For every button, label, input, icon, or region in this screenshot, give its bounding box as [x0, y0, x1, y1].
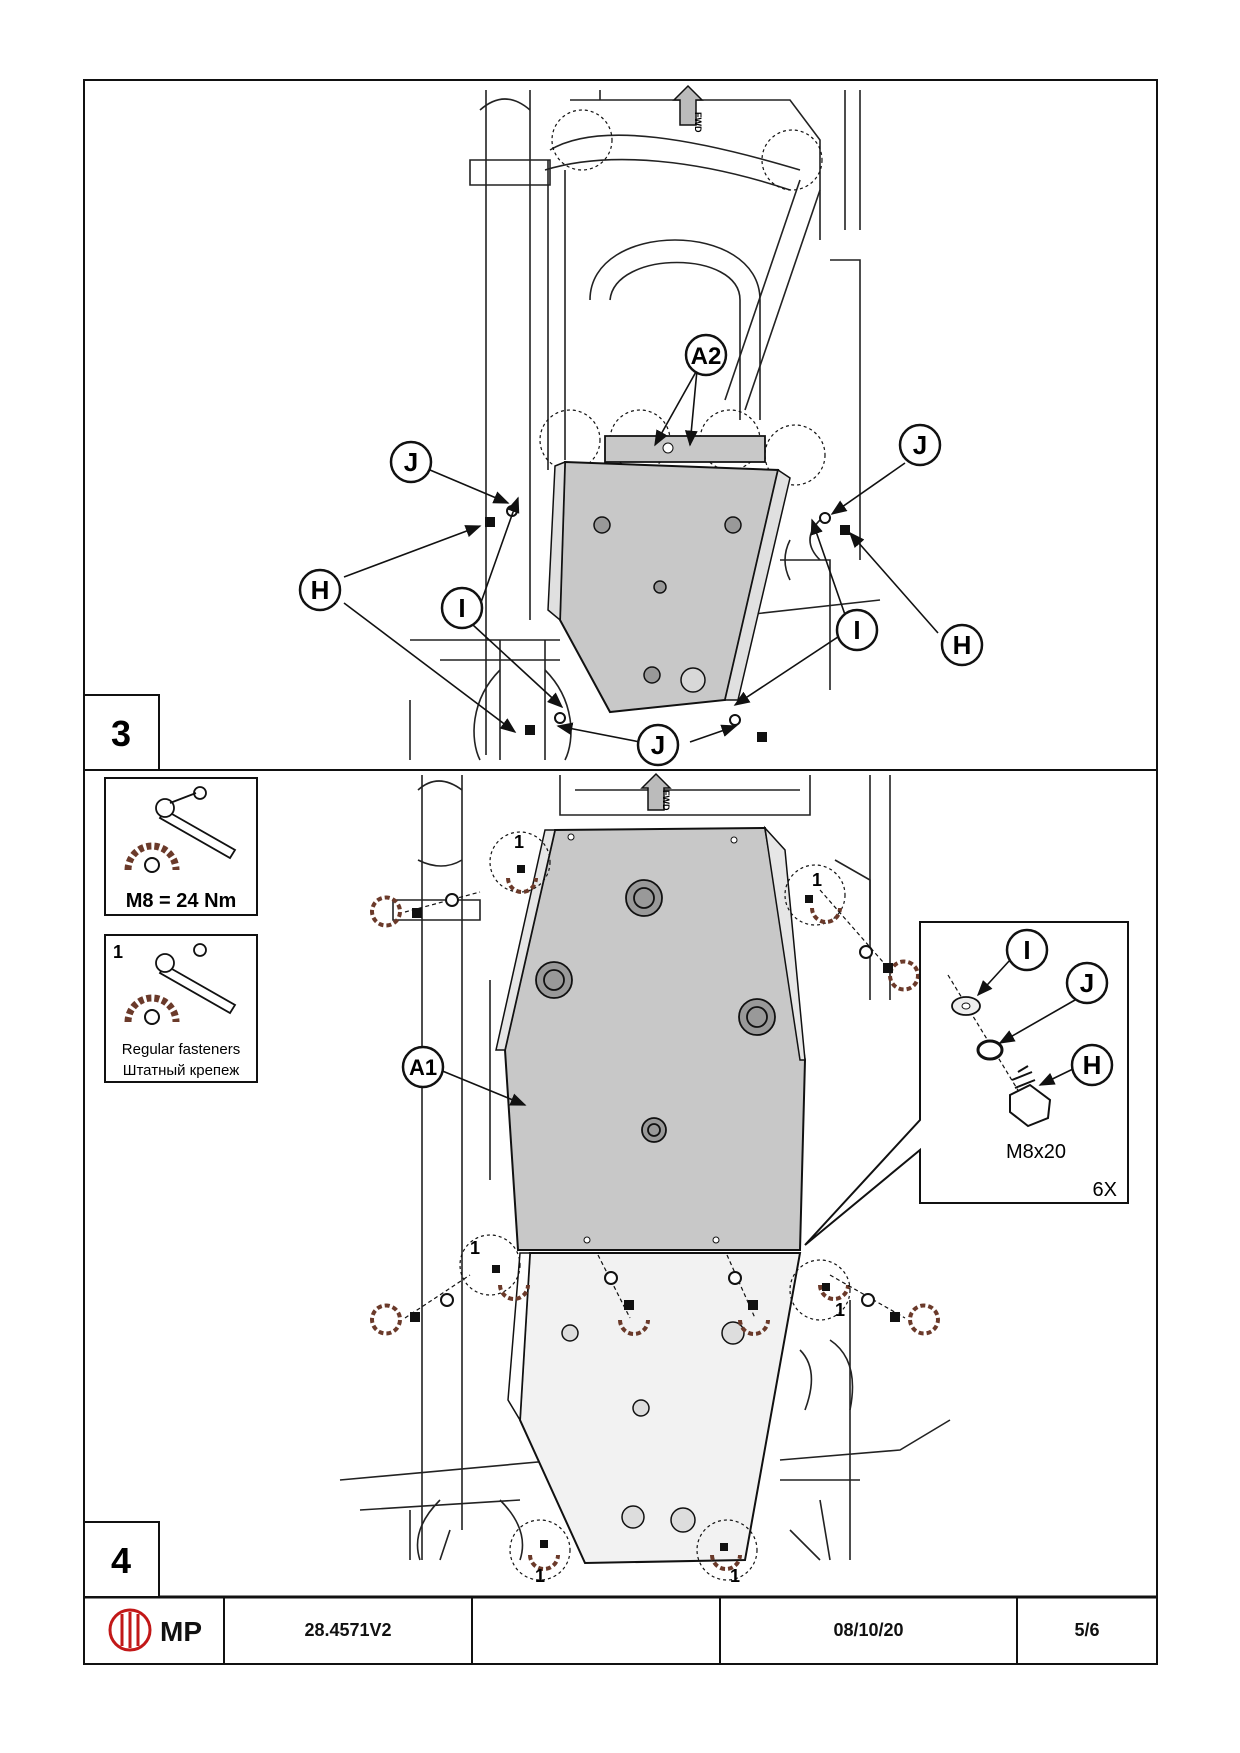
regular-fasteners-box: 1 Regular fasteners Штатный крепеж [104, 934, 258, 1083]
step3-callout-h-left: H [298, 568, 342, 612]
svg-text:I: I [458, 593, 465, 623]
step3-callout-h-right: H [940, 623, 984, 667]
step4-mark-1-top-right: 1 [812, 870, 822, 890]
detail-label-i: I [1023, 935, 1030, 965]
step3-callout-j-bottom: J [636, 723, 680, 767]
part-number: 28.4571V2 [304, 1620, 392, 1640]
torque-text: M8 = 24 Nm [126, 890, 237, 912]
quantity: 6X [1093, 1179, 1117, 1201]
svg-text:J: J [913, 430, 927, 460]
regular-fasteners-ru: Штатный крепеж [123, 1062, 240, 1079]
svg-text:H: H [311, 575, 330, 605]
step4-mark-1-bottom-left: 1 [535, 1566, 545, 1586]
plate-a2 [547, 435, 791, 714]
svg-text:MP: MP [160, 1616, 202, 1647]
step3-callout-i-left: I [440, 586, 484, 630]
regular-fasteners-en: Regular fasteners [122, 1041, 240, 1058]
svg-text:1: 1 [812, 870, 822, 890]
svg-text:I: I [853, 615, 860, 645]
page-number: 5/6 [1074, 1620, 1100, 1640]
step3-callout-j-right: J [898, 423, 942, 467]
svg-text:J: J [651, 730, 665, 760]
step4-number-box: 4 [83, 1521, 160, 1598]
step4-mark-1-top-left: 1 [514, 832, 524, 852]
step4-mark-1-mid-right: 1 [835, 1300, 845, 1320]
torque-box: M8 = 24 Nm [104, 777, 258, 916]
date: 08/10/20 [833, 1620, 904, 1640]
footer-table: MP [108, 1597, 1018, 1664]
svg-text:1: 1 [514, 832, 524, 852]
svg-text:1: 1 [470, 1238, 480, 1258]
step3-callout-j-left: J [389, 440, 433, 484]
step4-mark-1-mid-left: 1 [470, 1238, 480, 1258]
step3-diagram: FWD [343, 84, 939, 761]
detail-label-h: H [1083, 1050, 1102, 1080]
detail-label-j: J [1080, 968, 1094, 998]
fwd-arrow-step3: FWD [672, 84, 704, 133]
svg-text:1: 1 [113, 942, 123, 962]
svg-text:3: 3 [111, 713, 131, 754]
svg-text:1: 1 [835, 1300, 845, 1320]
step4-diagram: FWD [339, 772, 951, 1581]
blank-cell [472, 1597, 720, 1664]
svg-text:4: 4 [111, 1540, 131, 1581]
svg-text:1: 1 [535, 1566, 545, 1586]
bolt-size: M8x20 [1006, 1141, 1066, 1163]
svg-text:A2: A2 [691, 343, 722, 370]
svg-text:FWD: FWD [661, 790, 671, 811]
step4-callout-a1: A1 [401, 1045, 445, 1089]
step3-callout-i-right: I [835, 608, 879, 652]
step3-callout-a2: A2 [684, 333, 728, 377]
fastener-detail-box: I J H M8x20 6X [804, 921, 1129, 1246]
plate-a1 [495, 825, 807, 1251]
svg-text:1: 1 [730, 1566, 740, 1586]
step4-mark-1-bottom-right: 1 [730, 1566, 740, 1586]
step3-number-box: 3 [83, 694, 160, 771]
svg-text:J: J [404, 447, 418, 477]
page-frame [83, 79, 1158, 1665]
mp-logo: MP [108, 1608, 202, 1652]
svg-text:H: H [953, 630, 972, 660]
svg-text:FWD: FWD [693, 112, 703, 133]
svg-text:A1: A1 [409, 1055, 437, 1080]
